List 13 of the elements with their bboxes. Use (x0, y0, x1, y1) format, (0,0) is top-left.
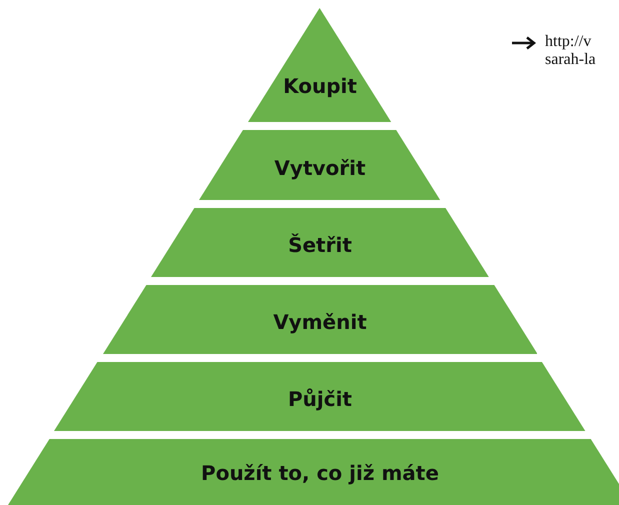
pyramid-band (8, 439, 619, 505)
pyramid-band (199, 130, 441, 200)
level-label: Šetřit (287, 233, 353, 257)
level-label: Použít to, co již máte (200, 461, 440, 485)
source-url: http://v sarah-la (545, 33, 597, 69)
level-label: Koupit (282, 74, 358, 98)
pyramid-band (102, 285, 538, 354)
level-label: Vyměnit (272, 310, 368, 334)
pyramid-band (151, 208, 489, 277)
pyramid-top-triangle (248, 8, 392, 122)
pyramid-band (54, 362, 586, 431)
level-label: Vytvořit (273, 156, 367, 180)
level-label: Půjčit (286, 387, 353, 411)
